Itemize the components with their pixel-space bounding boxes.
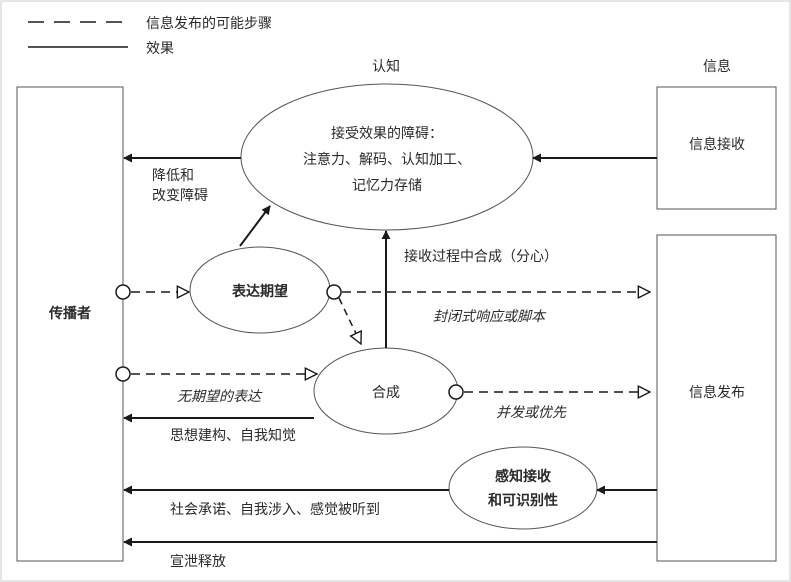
- info-release-label: 信息发布: [689, 384, 745, 401]
- perceive-line2: 和可识别性: [488, 492, 558, 509]
- label-closed-response: 封闭式响应或脚本: [433, 309, 547, 325]
- start-circle-1: [115, 284, 131, 300]
- label-catharsis: 宣泄释放: [170, 554, 226, 570]
- arrow-expect-to-barrier: [239, 205, 271, 247]
- barrier-line3: 记忆力存储: [352, 178, 422, 194]
- header-information: 信息: [703, 58, 731, 75]
- legend-solid-label: 效果: [146, 41, 174, 57]
- communicator-label: 传播者: [48, 305, 91, 322]
- label-concurrent: 并发或优先: [496, 405, 567, 421]
- dashed-expect-to-synthesis: [338, 297, 361, 344]
- info-release-box: [656, 234, 777, 562]
- info-receive-label: 信息接收: [689, 136, 745, 153]
- label-receive-process: 接收过程中合成（分心）: [404, 248, 558, 265]
- communicator-box: [16, 86, 124, 562]
- info-receive-box: [656, 86, 777, 210]
- label-unexpected-expression: 无期望的表达: [177, 389, 263, 405]
- start-circle-3: [115, 366, 131, 382]
- label-reduce-line2: 改变障碍: [152, 188, 208, 204]
- header-cognition: 认知: [372, 58, 400, 75]
- start-circle-2: [326, 284, 342, 300]
- legend-dashed-label: 信息发布的可能步骤: [146, 15, 272, 32]
- barrier-line1: 接受效果的障碍：: [331, 125, 443, 142]
- synthesis-label: 合成: [372, 385, 400, 401]
- barrier-line2: 注意力、解码、认知加工、: [303, 151, 471, 168]
- perceive-line1: 感知接收: [495, 468, 552, 485]
- perceive-ellipse: [448, 446, 598, 530]
- expression-expect-label: 表达期望: [231, 283, 288, 300]
- label-thought-construction: 思想建构、自我知觉: [170, 427, 296, 444]
- start-circle-4: [448, 384, 464, 400]
- label-social-commitment: 社会承诺、自我涉入、感觉被听到: [170, 501, 380, 518]
- label-reduce-line1: 降低和: [152, 168, 194, 184]
